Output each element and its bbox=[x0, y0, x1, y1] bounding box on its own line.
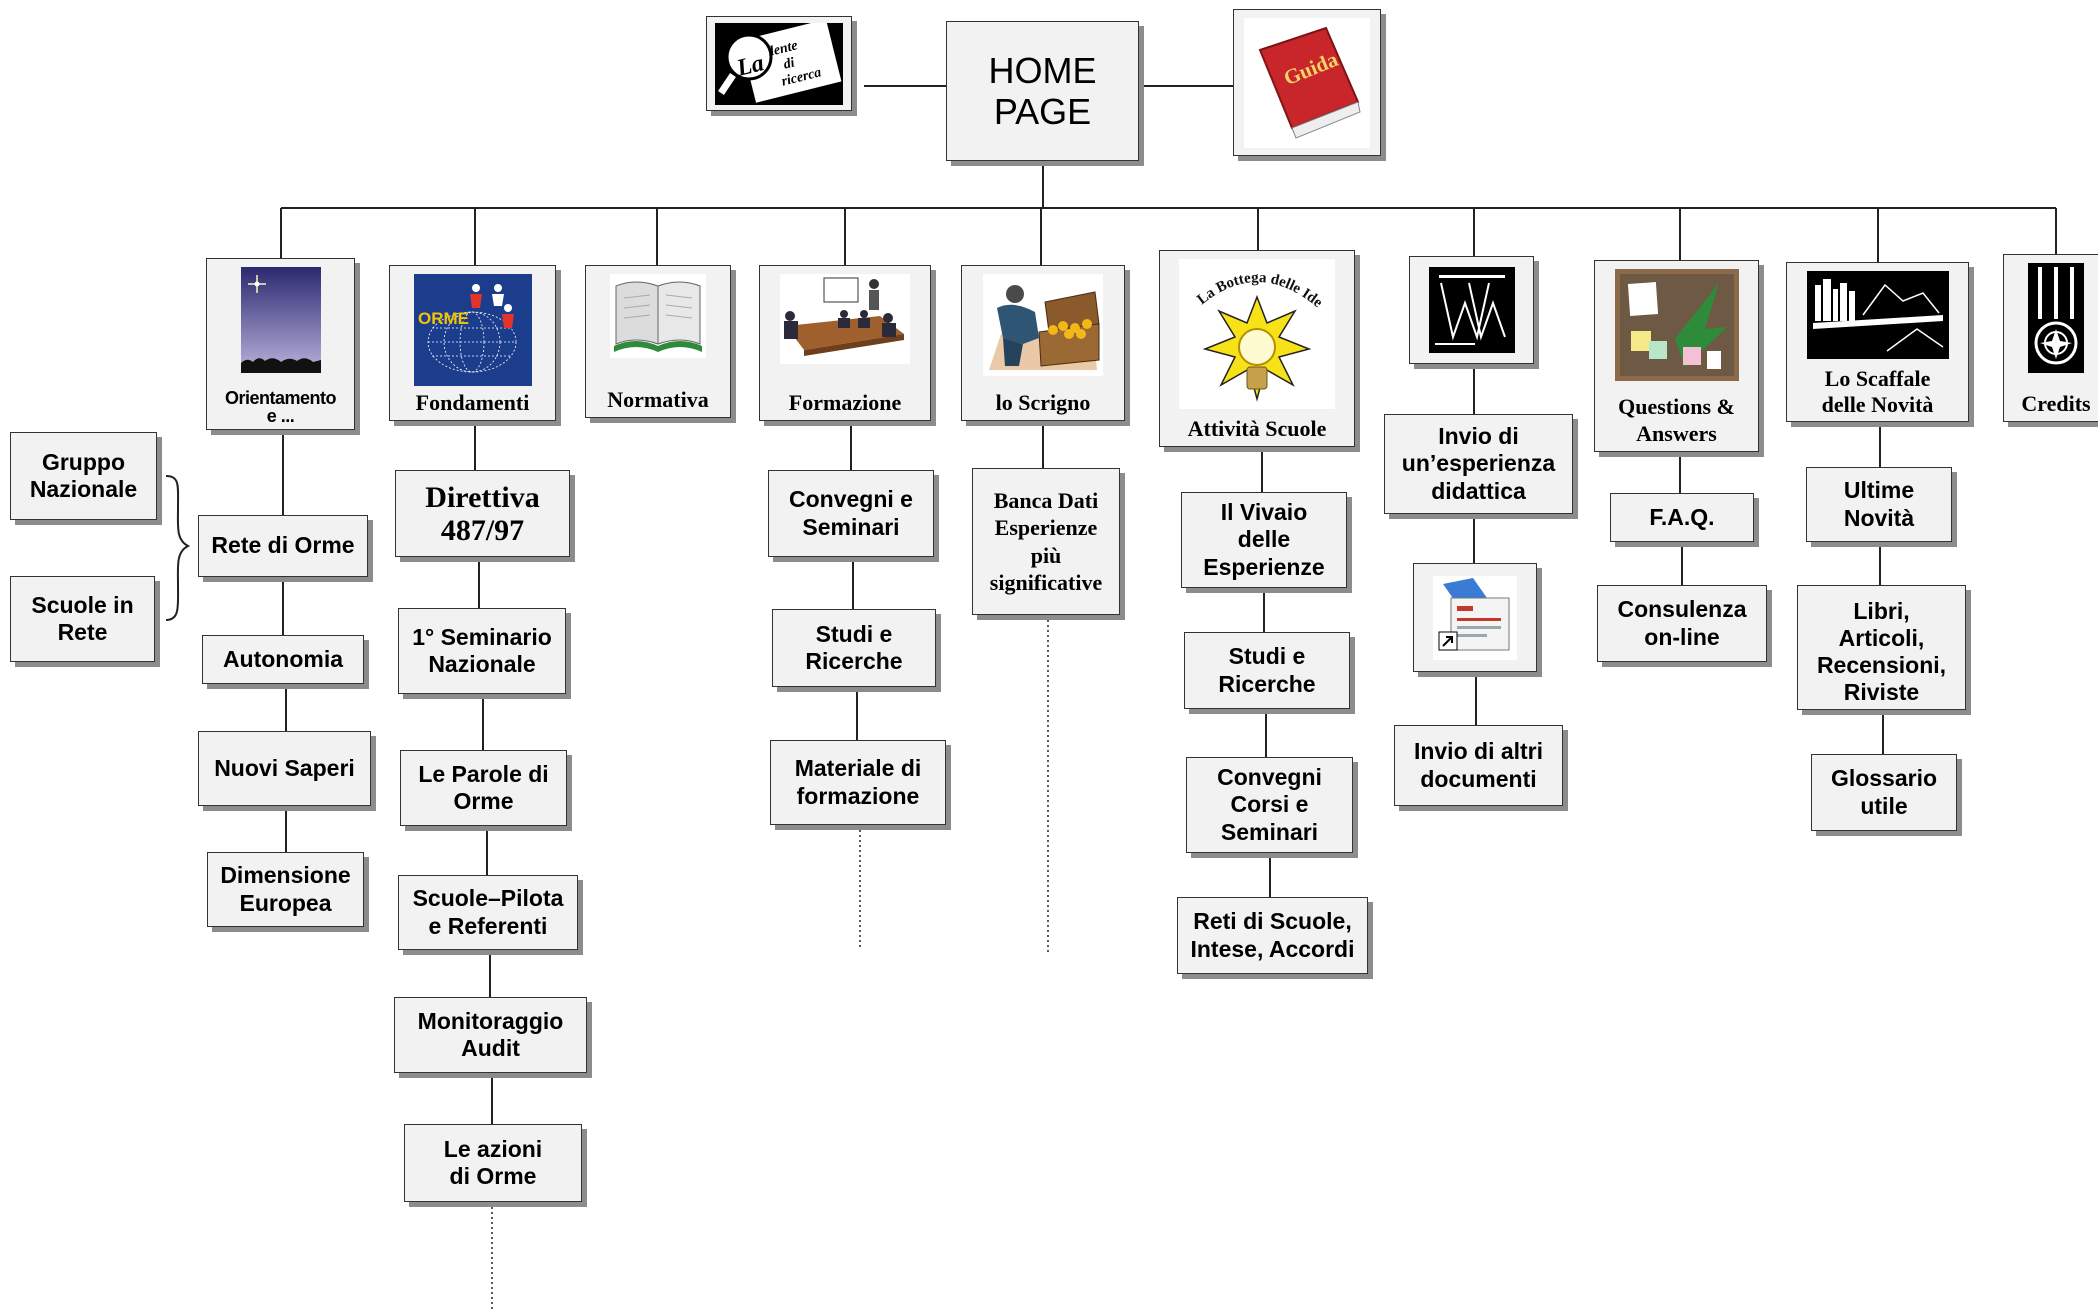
section-formazione[interactable]: Formazione bbox=[759, 265, 931, 421]
node-nuovi-saperi[interactable]: Nuovi Saperi bbox=[198, 731, 371, 806]
node-label: Le Parole di Orme bbox=[418, 760, 549, 814]
node-le-parole-di-orme[interactable]: Le Parole di Orme bbox=[400, 750, 567, 826]
lens-icon-text: La bbox=[733, 50, 766, 82]
node-convegni-e-seminari[interactable]: Convegni e Seminari bbox=[768, 470, 934, 557]
node-label: Convegni Corsi e Seminari bbox=[1217, 764, 1322, 845]
node-label: Banca Dati Esperienze più significative bbox=[989, 487, 1103, 596]
node-label: Studi e Ricerche bbox=[1218, 643, 1316, 697]
node-label: Ultime Novità bbox=[1843, 477, 1915, 531]
node-label: 1° Seminario Nazionale bbox=[412, 623, 552, 677]
node-label: Invio di un’esperienza didattica bbox=[1401, 423, 1556, 504]
node-libri-articoli[interactable]: Libri, Articoli, Recensioni, Riviste bbox=[1797, 585, 1966, 710]
node-label: Dimensione Europea bbox=[220, 862, 351, 916]
orme-logo-text: ORME bbox=[418, 309, 469, 328]
guide-book-icon: Guida bbox=[1244, 17, 1370, 148]
node-invio-esperienza[interactable]: Invio di un’esperienza didattica bbox=[1384, 414, 1573, 514]
node-scuole-in-rete[interactable]: Scuole in Rete bbox=[10, 576, 155, 662]
form-document-icon bbox=[1433, 575, 1517, 660]
guide-book-icon-box[interactable]: Guida bbox=[1233, 9, 1381, 156]
node-banca-dati[interactable]: Banca Dati Esperienze più significative bbox=[972, 468, 1120, 615]
node-label: Scuole–Pilota e Referenti bbox=[412, 885, 564, 939]
medal-icon bbox=[2028, 263, 2084, 373]
node-gruppo-nazionale[interactable]: Gruppo Nazionale bbox=[10, 432, 157, 520]
node-dimensione-europea[interactable]: Dimensione Europea bbox=[207, 852, 364, 927]
home-page-box[interactable]: HOME PAGE bbox=[946, 21, 1139, 161]
section-label: Fondamenti bbox=[415, 389, 530, 415]
section-word-documents[interactable] bbox=[1409, 256, 1534, 364]
section-fondamenti[interactable]: ORME Fondamenti bbox=[389, 265, 556, 421]
node-label: Reti di Scuole, Intese, Accordi bbox=[1190, 908, 1355, 962]
section-label: Lo Scaffale delle Novità bbox=[1821, 366, 1934, 417]
meeting-room-icon bbox=[780, 274, 910, 364]
node-label: F.A.Q. bbox=[1649, 503, 1715, 530]
search-lens-icon-box[interactable]: La lente di ricerca bbox=[706, 16, 852, 111]
node-primo-seminario[interactable]: 1° Seminario Nazionale bbox=[398, 608, 566, 694]
node-le-azioni-di-orme[interactable]: Le azioni di Orme bbox=[404, 1124, 582, 1202]
node-label: Convegni e Seminari bbox=[789, 486, 913, 540]
node-rete-di-orme[interactable]: Rete di Orme bbox=[198, 515, 368, 577]
form-document-icon-box[interactable] bbox=[1413, 563, 1537, 672]
bulletin-board-icon bbox=[1614, 269, 1739, 381]
section-label: Credits bbox=[2021, 390, 2091, 416]
section-label: lo Scrigno bbox=[995, 389, 1091, 415]
node-label: Nuovi Saperi bbox=[214, 754, 355, 781]
node-label: Autonomia bbox=[222, 645, 344, 672]
node-studi-e-ricerche-attivita[interactable]: Studi e Ricerche bbox=[1184, 632, 1350, 709]
lightbulb-icon: La Bottega delle Idee bbox=[1179, 259, 1335, 409]
svg-text:lente: lente bbox=[768, 38, 799, 59]
node-label: Consulenza on-line bbox=[1617, 596, 1747, 650]
node-label: Gruppo Nazionale bbox=[29, 448, 138, 502]
svg-text:di: di bbox=[782, 55, 796, 72]
node-label: Studi e Ricerche bbox=[805, 620, 903, 674]
node-label: Materiale di formazione bbox=[794, 755, 922, 809]
section-label: Attività Scuole bbox=[1187, 415, 1327, 441]
node-label: Monitoraggio Audit bbox=[417, 1007, 564, 1061]
node-studi-e-ricerche[interactable]: Studi e Ricerche bbox=[772, 609, 936, 687]
node-label: Scuole in Rete bbox=[31, 591, 134, 645]
section-label: Questions & Answers bbox=[1618, 394, 1735, 446]
home-page-title: HOME PAGE bbox=[988, 49, 1097, 132]
node-label: Il Vivaio delle Esperienze bbox=[1203, 499, 1325, 580]
node-materiale-di-formazione[interactable]: Materiale di formazione bbox=[770, 740, 946, 825]
treasure-chest-icon bbox=[983, 274, 1103, 376]
node-reti-di-scuole[interactable]: Reti di Scuole, Intese, Accordi bbox=[1177, 897, 1368, 974]
word-document-icon bbox=[1428, 267, 1515, 353]
section-lo-scrigno[interactable]: lo Scrigno bbox=[961, 265, 1125, 421]
node-label: Invio di altri documenti bbox=[1413, 738, 1544, 792]
section-orientamento[interactable]: Orientamento e ... bbox=[206, 258, 355, 430]
rete-bracket bbox=[165, 475, 191, 621]
node-label: Le azioni di Orme bbox=[443, 1135, 543, 1189]
node-convegni-corsi[interactable]: Convegni Corsi e Seminari bbox=[1186, 757, 1353, 853]
node-ultime-novita[interactable]: Ultime Novità bbox=[1806, 467, 1952, 542]
node-glossario-utile[interactable]: Glossario utile bbox=[1811, 754, 1957, 831]
section-credits[interactable]: Credits bbox=[2003, 254, 2098, 422]
node-autonomia[interactable]: Autonomia bbox=[202, 635, 364, 684]
section-label: Formazione bbox=[788, 389, 902, 415]
node-label: Rete di Orme bbox=[211, 532, 355, 559]
section-attivita-scuole[interactable]: La Bottega delle Idee Attività Scuole bbox=[1159, 250, 1355, 447]
node-label: Direttiva 487/97 bbox=[425, 480, 540, 547]
node-consulenza-online[interactable]: Consulenza on-line bbox=[1597, 585, 1767, 662]
bookshelf-icon bbox=[1806, 271, 1949, 359]
magnifying-glass-icon: La lente di ricerca bbox=[715, 22, 843, 105]
starry-night-icon bbox=[240, 267, 321, 373]
node-label: Libri, Articoli, Recensioni, Riviste bbox=[1816, 598, 1947, 706]
section-questions-answers[interactable]: Questions & Answers bbox=[1594, 260, 1759, 452]
node-il-vivaio[interactable]: Il Vivaio delle Esperienze bbox=[1181, 492, 1347, 588]
section-label: Normativa bbox=[607, 386, 709, 412]
node-monitoraggio-audit[interactable]: Monitoraggio Audit bbox=[394, 997, 587, 1073]
node-faq[interactable]: F.A.Q. bbox=[1610, 493, 1754, 542]
section-normativa[interactable]: Normativa bbox=[585, 265, 731, 418]
orme-logo-icon: ORME bbox=[413, 274, 532, 386]
open-book-icon bbox=[610, 274, 706, 358]
node-label: Glossario utile bbox=[1830, 765, 1938, 819]
node-scuole-pilota[interactable]: Scuole–Pilota e Referenti bbox=[398, 875, 578, 950]
section-lo-scaffale[interactable]: Lo Scaffale delle Novità bbox=[1786, 262, 1969, 422]
node-invio-altri-documenti[interactable]: Invio di altri documenti bbox=[1394, 725, 1563, 806]
section-label: Orientamento e ... bbox=[224, 388, 337, 426]
node-direttiva[interactable]: Direttiva 487/97 bbox=[395, 470, 570, 557]
